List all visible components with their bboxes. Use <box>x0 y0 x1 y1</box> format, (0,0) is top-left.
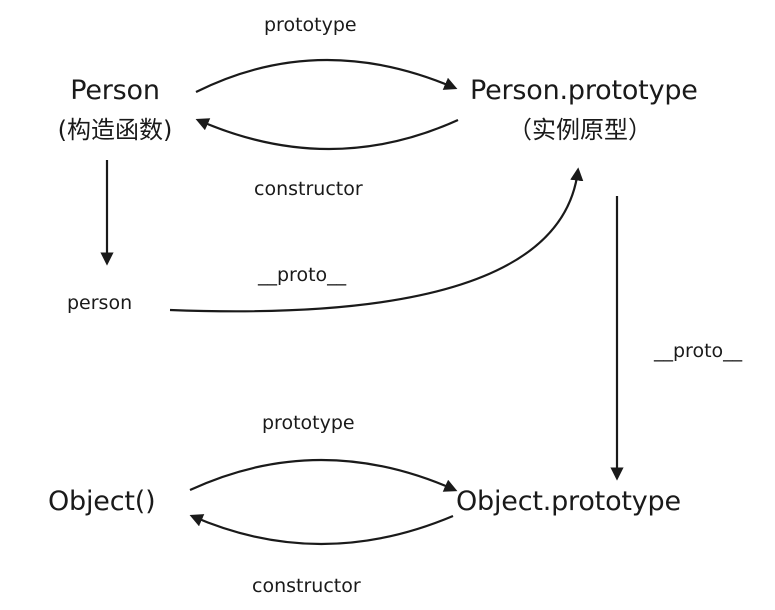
node-person-constructor-sub: (构造函数) <box>57 116 173 144</box>
node-object-prototype: Object.prototype <box>456 486 681 517</box>
edge-object-constructor <box>189 514 454 546</box>
node-person-instance: person <box>67 292 133 314</box>
edge-label-person-prototype: prototype <box>264 14 357 36</box>
node-person-prototype-sub: （实例原型） <box>508 116 652 144</box>
node-person-constructor-name: Person <box>70 75 160 106</box>
edge-person-prototype <box>195 58 458 93</box>
edge-person-constructor <box>195 118 459 150</box>
node-object-constructor: Object() <box>48 486 156 517</box>
edge-label-person-constructor: constructor <box>254 178 363 200</box>
node-person-prototype-name: Person.prototype <box>470 75 698 106</box>
edge-person-proto-link <box>169 167 584 313</box>
edge-label-object-prototype: prototype <box>262 412 355 434</box>
edge-label-object-constructor: constructor <box>252 575 361 597</box>
edge-label-person-proto-link: __proto__ <box>258 264 347 286</box>
edge-label-proto-chain: __proto__ <box>654 340 743 362</box>
edge-object-prototype <box>189 459 458 492</box>
